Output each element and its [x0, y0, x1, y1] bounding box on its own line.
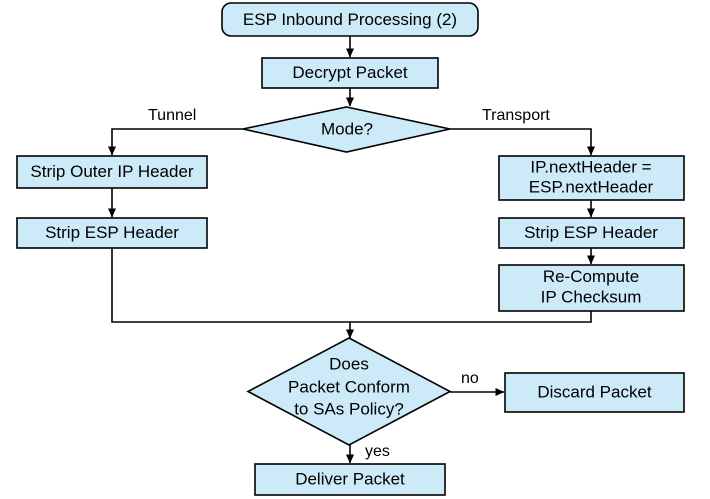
strip-outer-ip-header-label: Strip Outer IP Header	[30, 162, 193, 181]
next-header-assign-label-line1: IP.nextHeader =	[530, 157, 651, 176]
strip-esp-header-left-shape	[16, 217, 208, 249]
discard-packet-shape	[504, 372, 685, 413]
conform-decision-label-line1: Does	[329, 354, 369, 373]
strip-outer-ip-header-shape	[16, 155, 208, 189]
strip-esp-header-right-label: Strip ESP Header	[524, 223, 658, 242]
conform-decision-label-line3: to SAs Policy?	[294, 399, 404, 418]
strip-esp-header-left-label: Strip ESP Header	[45, 223, 179, 242]
node-mode-decision[interactable]: Mode?	[242, 106, 451, 153]
edge-label-transport: Transport	[482, 107, 550, 124]
node-deliver-packet[interactable]: Deliver Packet	[254, 463, 446, 496]
node-decrypt-packet[interactable]: Decrypt Packet	[261, 57, 439, 89]
strip-esp-header-right-shape	[498, 217, 685, 249]
node-strip-esp-header-left[interactable]: Strip ESP Header	[16, 217, 208, 249]
mode-decision-label: Mode?	[321, 119, 373, 138]
decrypt-packet-label: Decrypt Packet	[292, 63, 408, 82]
deliver-packet-shape	[254, 463, 446, 496]
connector-right-branch-merge	[350, 311, 592, 323]
node-start[interactable]: ESP Inbound Processing (2)	[221, 2, 479, 37]
conform-decision-label-line2: Packet Conform	[288, 377, 410, 396]
connector-layer	[108, 36, 595, 464]
mode-decision-shape	[242, 106, 451, 153]
connector-mode-to-strip-outer-ip	[108, 128, 243, 156]
recompute-ip-checksum-label-line2: IP Checksum	[541, 287, 642, 306]
recompute-ip-checksum-label-line1: Re-Compute	[543, 267, 639, 286]
start-label: ESP Inbound Processing (2)	[243, 10, 457, 29]
recompute-ip-checksum-shape	[498, 264, 685, 312]
edge-label-tunnel: Tunnel	[148, 107, 196, 124]
decrypt-packet-shape	[261, 57, 439, 89]
node-conform-decision[interactable]: Does Packet Conform to SAs Policy?	[246, 337, 452, 446]
node-strip-outer-ip-header[interactable]: Strip Outer IP Header	[16, 155, 208, 189]
node-discard-packet[interactable]: Discard Packet	[504, 372, 685, 413]
connector-mode-to-next-header	[450, 128, 595, 156]
next-header-assign-shape	[498, 155, 685, 201]
edge-label-no: no	[461, 370, 479, 387]
discard-packet-label: Discard Packet	[537, 382, 652, 401]
node-recompute-ip-checksum[interactable]: Re-Compute IP Checksum	[498, 264, 685, 312]
conform-decision-shape	[246, 337, 452, 446]
connector-left-branch-merge	[111, 248, 350, 323]
start-shape	[221, 2, 479, 37]
node-next-header-assign[interactable]: IP.nextHeader = ESP.nextHeader	[498, 155, 685, 201]
node-strip-esp-header-right[interactable]: Strip ESP Header	[498, 217, 685, 249]
next-header-assign-label-line2: ESP.nextHeader	[529, 177, 654, 196]
deliver-packet-label: Deliver Packet	[295, 469, 405, 488]
edge-label-yes: yes	[365, 443, 390, 460]
